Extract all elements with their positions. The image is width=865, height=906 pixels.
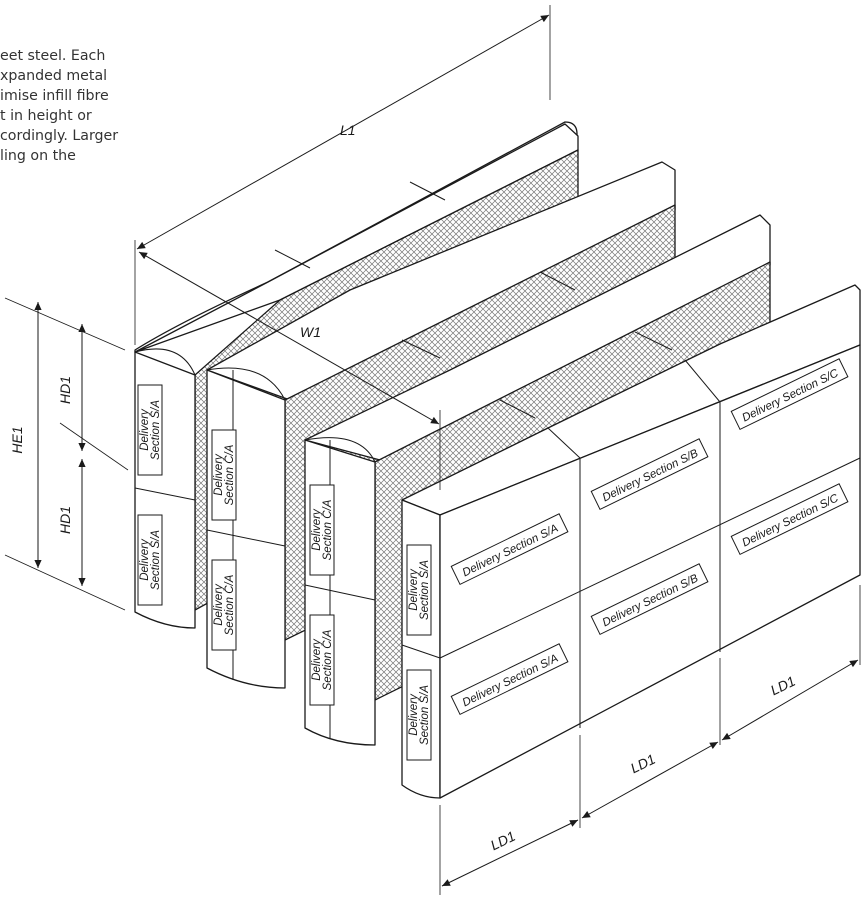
label-text: Section C/A — [322, 629, 334, 690]
dimension-label: W1 — [300, 324, 321, 340]
dimension-w1: W1 — [138, 251, 441, 490]
label-box — [211, 429, 237, 521]
dimension-height: HE1 HD1 HD1 — [4, 297, 129, 611]
label-text: Delivery — [213, 583, 225, 626]
label-text: Section C/A — [224, 444, 236, 505]
description-line: imise infill fibre — [0, 88, 109, 104]
description-line: cordingly. Larger — [0, 128, 119, 144]
dimension-label: LD1 — [768, 673, 798, 699]
label-text: Section C/A — [224, 574, 236, 635]
label-box — [211, 559, 237, 651]
label-text: Section S/A — [419, 560, 431, 620]
label-text: Delivery — [408, 693, 420, 736]
dimension-l1: L1 — [134, 5, 551, 345]
label-text: Delivery — [213, 453, 225, 496]
description-line: t in height or — [0, 108, 92, 124]
label-box — [309, 484, 335, 576]
label-box — [406, 669, 432, 761]
label-text: Delivery — [408, 568, 420, 611]
label-text: Section S/A — [419, 685, 431, 745]
label-text: Delivery — [311, 638, 323, 681]
description-line: xpanded metal — [0, 68, 108, 84]
dimension-label: HD1 — [57, 376, 73, 404]
dimension-label: LD1 — [488, 828, 518, 854]
label-text: Section C/A — [322, 499, 334, 560]
dimension-label: HE1 — [9, 426, 25, 453]
label-box — [406, 544, 432, 636]
description-line: eet steel. Each — [0, 48, 106, 64]
label-text: Delivery — [139, 538, 151, 581]
dimension-label: HD1 — [57, 506, 73, 534]
label-text: Section S/A — [150, 400, 162, 460]
label-box — [309, 614, 335, 706]
label-text: Section S/A — [150, 530, 162, 590]
dimension-label: LD1 — [628, 751, 658, 777]
end-face-labels: Delivery Section S/A Delivery Section S/… — [137, 384, 432, 761]
dimension-label: L1 — [340, 122, 356, 138]
label-text: Delivery — [311, 508, 323, 551]
dimension-ld1: LD1 LD1 LD1 — [439, 585, 861, 895]
label-box — [137, 514, 163, 606]
description-line: ling on the — [0, 148, 76, 164]
description-text: eet steel. Each xpanded metal imise infi… — [0, 46, 175, 166]
